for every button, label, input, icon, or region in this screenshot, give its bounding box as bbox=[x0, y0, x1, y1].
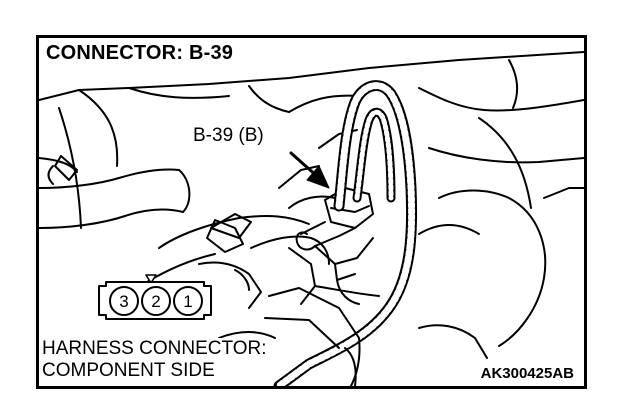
pin-1 bbox=[173, 286, 203, 316]
callout-arrow bbox=[289, 151, 330, 189]
key-marker-icon bbox=[145, 274, 157, 284]
diagram-frame: 3 2 1 CONNECTOR: B-39 B-39 (B) HARNESS C… bbox=[36, 35, 587, 389]
engine-block-lines bbox=[146, 129, 380, 309]
pin-2-label: 2 bbox=[151, 292, 160, 311]
caption-line-2: COMPONENT SIDE bbox=[42, 360, 215, 381]
pin-3-label: 3 bbox=[119, 292, 128, 311]
wiring-harness bbox=[273, 80, 418, 386]
pin-1-label: 1 bbox=[183, 292, 192, 311]
engine-bay-illustration: 3 2 1 bbox=[39, 51, 584, 386]
pin-2 bbox=[141, 286, 171, 316]
callout-label: B-39 (B) bbox=[191, 125, 266, 147]
body-panel-lines bbox=[39, 51, 584, 229]
right-components bbox=[418, 59, 584, 359]
pin-3 bbox=[109, 286, 139, 316]
lower-strut bbox=[218, 287, 361, 386]
caption-line-1: HARNESS CONNECTOR: bbox=[42, 338, 267, 359]
connector-face-diagram: 3 2 1 bbox=[98, 274, 212, 320]
figure-code: AK300425AB bbox=[477, 365, 574, 382]
harness-caption: HARNESS CONNECTOR: COMPONENT SIDE bbox=[42, 338, 271, 382]
connector-title: CONNECTOR: B-39 bbox=[46, 42, 237, 66]
left-hose bbox=[39, 155, 191, 229]
